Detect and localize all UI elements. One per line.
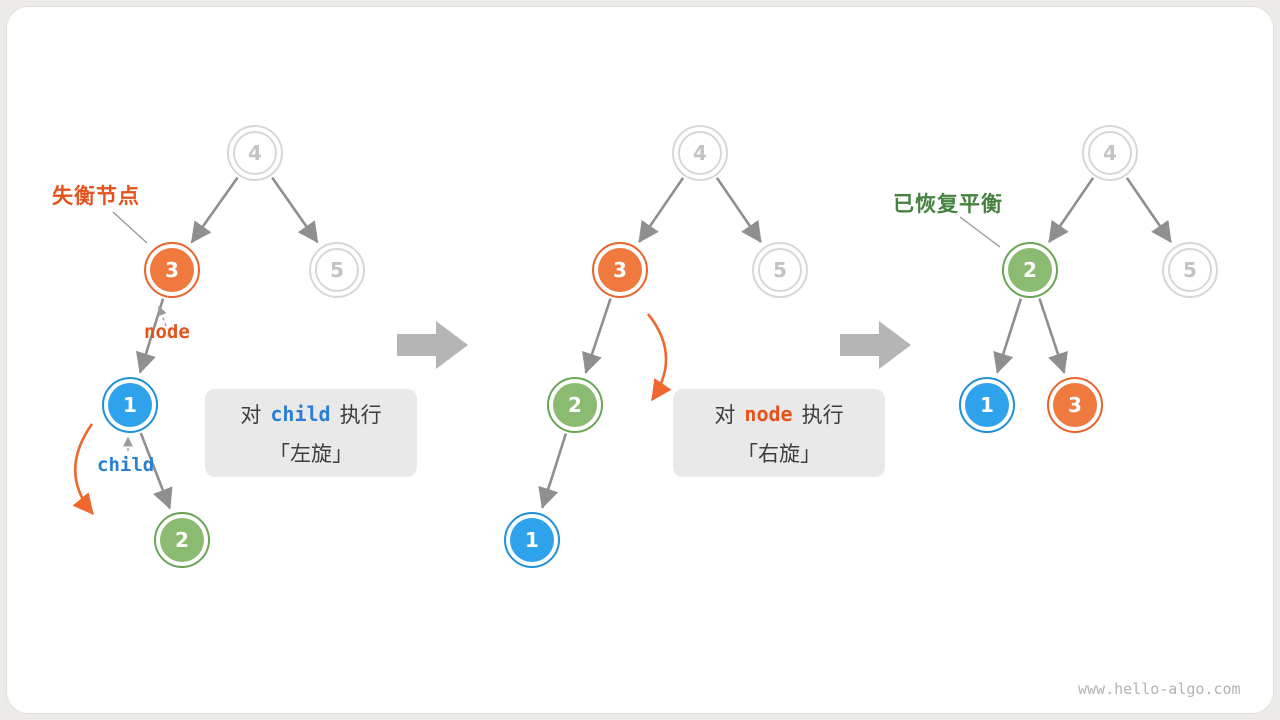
tree1-node-3: 3 — [144, 242, 200, 298]
tree2-node-1: 1 — [504, 512, 560, 568]
tree3-node-2: 2 — [1002, 242, 1058, 298]
diagram-card — [6, 6, 1274, 714]
caption-left-rotation: 对 child 执行 「左旋」 — [205, 389, 417, 477]
tree2-node-4: 4 — [672, 125, 728, 181]
node-pointer-label: node — [144, 321, 190, 343]
tree1-node-2: 2 — [154, 512, 210, 568]
tree1-node-4: 4 — [227, 125, 283, 181]
node-value: 3 — [598, 248, 642, 292]
tree3-node-4: 4 — [1082, 125, 1138, 181]
rebalanced-label: 已恢复平衡 — [893, 193, 1003, 216]
node-value: 2 — [1008, 248, 1052, 292]
caption-prefix: 对 — [240, 403, 262, 427]
tree3-node-1: 1 — [959, 377, 1015, 433]
caption-action: 「左旋」 — [269, 442, 353, 466]
node-value: 1 — [965, 383, 1009, 427]
node-value: 2 — [160, 518, 204, 562]
node-value: 4 — [1088, 131, 1132, 175]
caption-line1: 对 node 执行 — [714, 399, 843, 429]
node-value: 4 — [233, 131, 277, 175]
node-value: 5 — [1168, 248, 1212, 292]
tree3-node-3: 3 — [1047, 377, 1103, 433]
caption-suffix: 执行 — [339, 403, 382, 427]
caption-prefix: 对 — [714, 403, 736, 427]
node-value: 4 — [678, 131, 722, 175]
caption-action: 「右旋」 — [737, 442, 821, 466]
caption-code-node: node — [744, 401, 793, 426]
node-value: 5 — [315, 248, 359, 292]
caption-line1: 对 child 执行 — [240, 399, 381, 429]
tree1-node-1: 1 — [102, 377, 158, 433]
node-value: 3 — [150, 248, 194, 292]
caption-code-child: child — [270, 401, 331, 426]
unbalanced-node-label: 失衡节点 — [52, 185, 140, 208]
tree2-node-5: 5 — [752, 242, 808, 298]
node-value: 2 — [553, 383, 597, 427]
node-value: 5 — [758, 248, 802, 292]
caption-suffix: 执行 — [801, 403, 844, 427]
tree1-node-5: 5 — [309, 242, 365, 298]
node-value: 1 — [510, 518, 554, 562]
node-value: 3 — [1053, 383, 1097, 427]
caption-right-rotation: 对 node 执行 「右旋」 — [673, 389, 885, 477]
tree2-node-2: 2 — [547, 377, 603, 433]
tree3-node-5: 5 — [1162, 242, 1218, 298]
child-pointer-label: child — [97, 454, 155, 476]
watermark: www.hello-algo.com — [1078, 680, 1241, 698]
node-value: 1 — [108, 383, 152, 427]
tree2-node-3: 3 — [592, 242, 648, 298]
